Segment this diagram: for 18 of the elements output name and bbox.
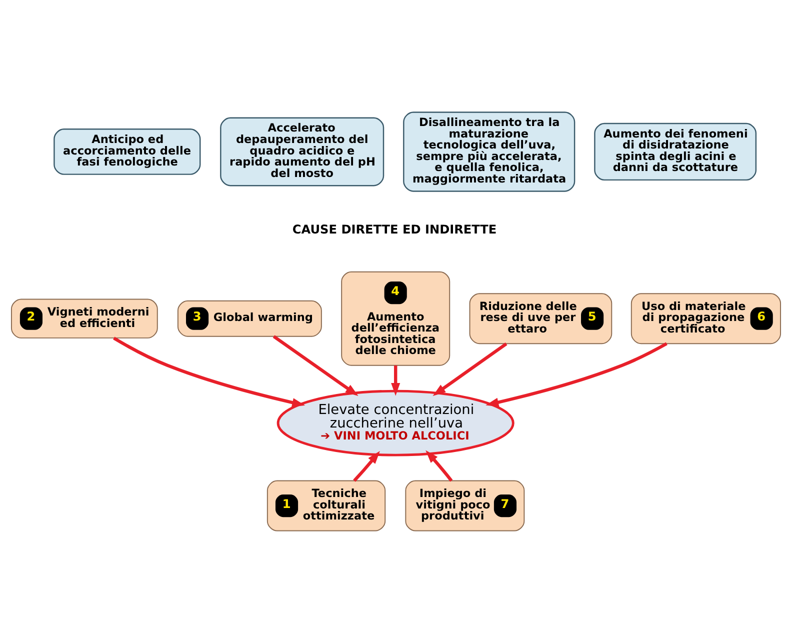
node-box: 4 Aumento dell’efficienza fotosintetica delle chiome: [341, 270, 450, 366]
node-box: 3 Global warming: [177, 300, 322, 336]
arrow: [486, 342, 668, 406]
arrow: [432, 342, 508, 396]
node-box: Disallineamento tra la maturazione tecnologica dell’uva, sempre più accelerata, e quella fenolica, maggiormente ritardata: [403, 111, 576, 192]
arrow: [391, 364, 400, 396]
arrow: [426, 450, 453, 482]
node-ellipse: Elevate concentrazioni zuccherine nell’uva ➔ VINI MOLTO ALCOLICI: [276, 389, 514, 456]
label: CAUSE DIRETTE ED INDIRETTE: [292, 222, 497, 236]
node-box: 2 Vigneti moderni ed efficienti: [10, 298, 158, 338]
node-box: Uso di materiale di propagazione certificato 6: [630, 292, 782, 344]
node-box: 1 Tecniche colturali ottimizzate: [266, 480, 386, 531]
arrow: [353, 450, 380, 482]
node-box: Accelerato depauperamento del quadro acidico e rapido aumento del pH del mosto: [220, 116, 384, 186]
node-box: Anticipo ed accorciamento delle fasi fenologiche: [54, 128, 201, 174]
arrow: [113, 336, 306, 406]
arrow: [272, 334, 358, 396]
node-box: Aumento dei fenomeni di disidratazione spinta degli acini e danni da scottature: [594, 122, 757, 180]
